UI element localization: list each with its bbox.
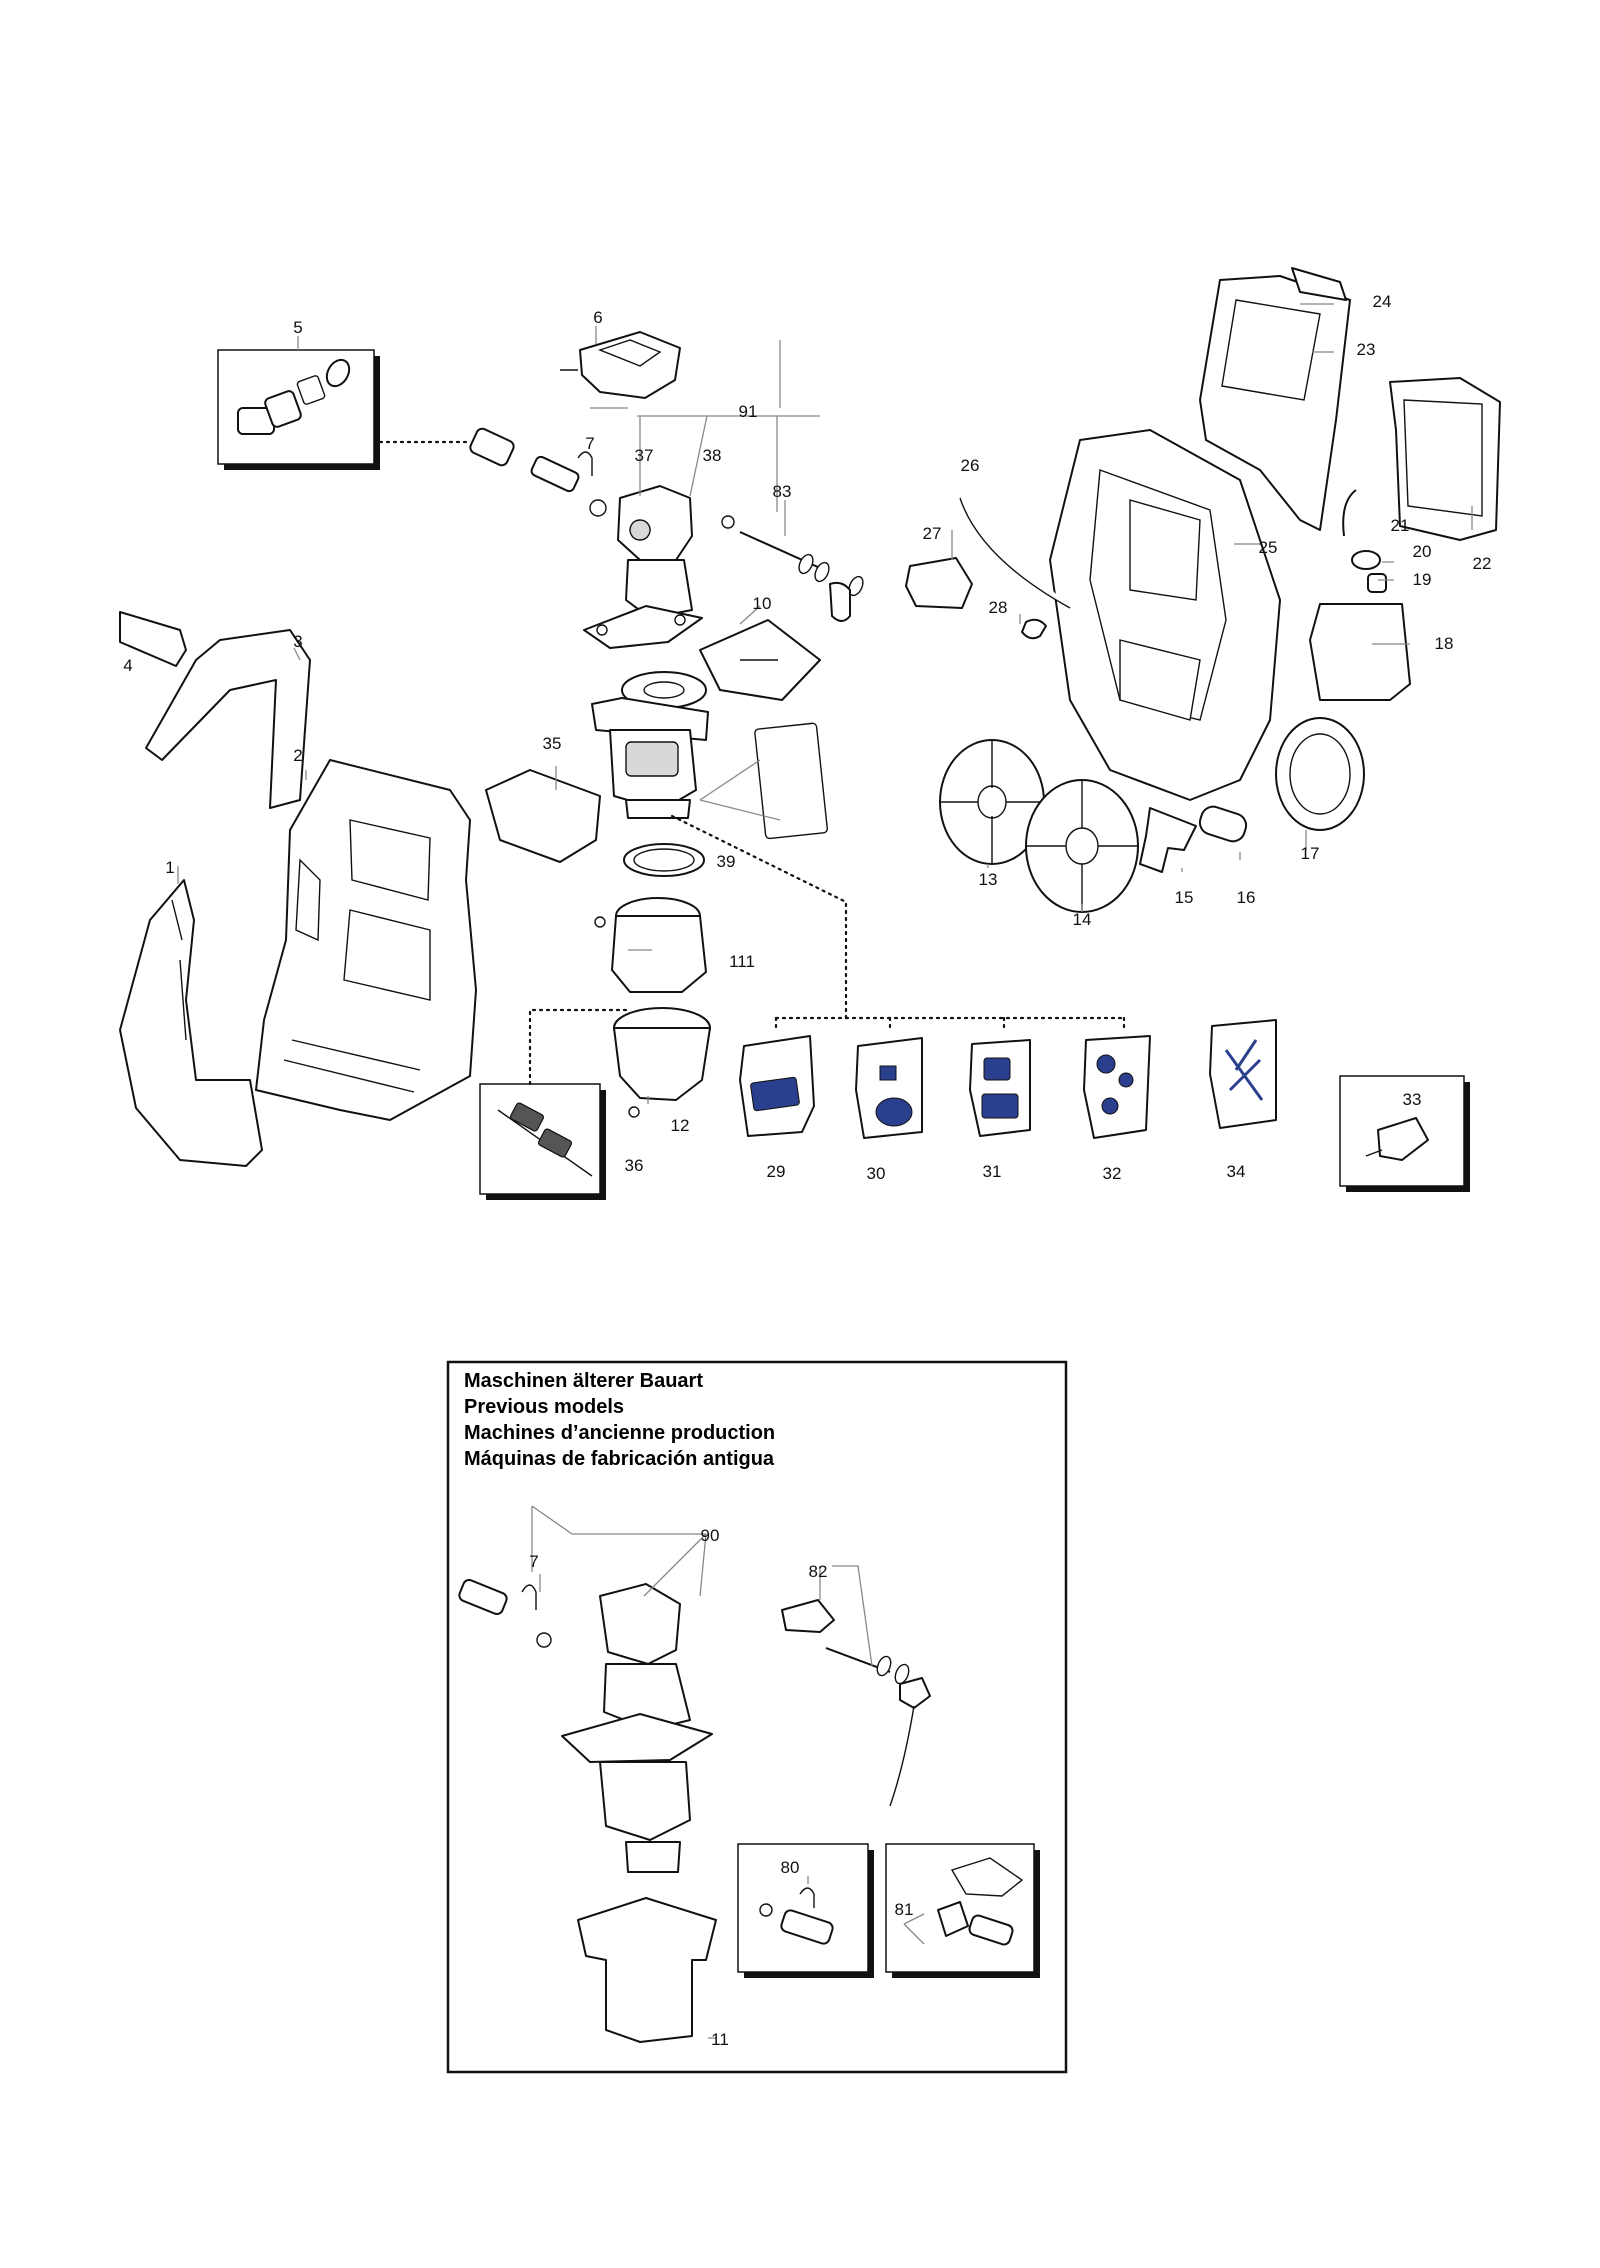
part-23-handle-frame xyxy=(1199,275,1351,531)
prev-callout-90: 90 xyxy=(700,1526,720,1545)
callout-29: 29 xyxy=(766,1162,786,1181)
bag-32 xyxy=(1083,1035,1151,1139)
bag-31 xyxy=(969,1039,1031,1137)
callout-2: 2 xyxy=(293,746,303,765)
bag-34 xyxy=(1209,1019,1277,1129)
callout-19: 19 xyxy=(1412,570,1432,589)
callout-91: 91 xyxy=(738,402,758,421)
callout-111: 111 xyxy=(729,952,755,971)
callout-16: 16 xyxy=(1236,888,1256,907)
callout-15: 15 xyxy=(1174,888,1194,907)
callout-18: 18 xyxy=(1434,634,1454,653)
box-title-es: Máquinas de fabricación antigua xyxy=(464,1448,775,1470)
prev-callout-11: 11 xyxy=(711,2030,729,2049)
part-18-tank xyxy=(1309,603,1411,701)
callout-83: 83 xyxy=(772,482,792,501)
part-4-grip xyxy=(119,611,187,667)
callout-17: 17 xyxy=(1300,844,1320,863)
callout-34: 34 xyxy=(1226,1162,1246,1181)
callout-26: 26 xyxy=(960,456,980,475)
part-13-reel-disc xyxy=(939,739,1045,865)
callout-12: 12 xyxy=(670,1116,690,1135)
callout-13: 13 xyxy=(978,870,998,889)
part-19-cap xyxy=(1367,573,1387,593)
callout-38: 38 xyxy=(702,446,722,465)
part-1-front-cover xyxy=(119,879,263,1167)
part-27-switch xyxy=(905,557,973,609)
callout-7: 7 xyxy=(585,434,595,453)
callout-36: 36 xyxy=(624,1156,644,1175)
callout-10: 10 xyxy=(752,594,772,613)
part-3-handle xyxy=(145,629,311,809)
box-title-en: Previous models xyxy=(464,1396,625,1418)
callout-27: 27 xyxy=(922,524,942,543)
callout-37: 37 xyxy=(634,446,654,465)
prev-callout-82: 82 xyxy=(808,1562,828,1581)
part-28-clip xyxy=(1021,618,1047,640)
part-20-nut xyxy=(1351,550,1381,570)
part-33-inset xyxy=(1339,1075,1470,1192)
part-24-grip xyxy=(1291,267,1347,301)
part-17-wheel xyxy=(1275,717,1365,831)
part-6-cover xyxy=(560,331,681,399)
box-title-de: Maschinen älterer Bauart xyxy=(464,1370,703,1392)
prev-callout-7: 7 xyxy=(529,1552,539,1571)
prev-part-11-housing xyxy=(577,1897,717,2043)
callout-23: 23 xyxy=(1356,340,1376,359)
part-14-reel-disc xyxy=(1025,779,1139,913)
part-16-knob xyxy=(1198,805,1248,843)
prev-part-81-inset xyxy=(885,1843,1040,1978)
callout-31: 31 xyxy=(982,1162,1002,1181)
callout-30: 30 xyxy=(866,1164,886,1183)
part-26-cable xyxy=(959,497,1071,609)
callout-5: 5 xyxy=(293,318,303,337)
part-25-body xyxy=(1049,429,1281,801)
motor-assembly xyxy=(485,671,828,877)
callout-35: 35 xyxy=(542,734,562,753)
callout-1: 1 xyxy=(165,858,175,877)
callout-21: 21 xyxy=(1390,516,1410,535)
part-21-hose xyxy=(1342,489,1357,537)
bag-29 xyxy=(739,1035,815,1137)
callout-3: 3 xyxy=(293,632,303,651)
callout-14: 14 xyxy=(1072,910,1092,929)
part-5-inset xyxy=(217,349,380,470)
callout-39: 39 xyxy=(716,852,736,871)
prev-callout-80: 80 xyxy=(780,1858,800,1877)
prev-part-82-lance xyxy=(781,1599,931,1807)
part-2-frame xyxy=(255,759,477,1121)
part-12-housing xyxy=(613,1007,711,1118)
callout-6: 6 xyxy=(593,308,603,327)
callout-32: 32 xyxy=(1102,1164,1122,1183)
prev-pump-assembly xyxy=(458,1578,713,1873)
part-36-inset xyxy=(479,1083,606,1200)
part-22-compartment xyxy=(1389,377,1501,541)
callout-24: 24 xyxy=(1372,292,1392,311)
bag-30 xyxy=(855,1037,923,1139)
part-37-pump-head xyxy=(583,485,703,649)
prev-part-80-inset xyxy=(737,1843,874,1978)
part-10-plate xyxy=(699,619,821,701)
callout-33: 33 xyxy=(1402,1090,1422,1109)
inlet-connector xyxy=(469,427,607,517)
box-title-fr: Machines d’ancienne production xyxy=(464,1422,776,1444)
callout-22: 22 xyxy=(1472,554,1492,573)
callout-20: 20 xyxy=(1412,542,1432,561)
callout-25: 25 xyxy=(1258,538,1278,557)
callout-28: 28 xyxy=(988,598,1008,617)
part-83-valve xyxy=(721,515,864,622)
part-15-crank xyxy=(1139,807,1197,873)
prev-callout-81: 81 xyxy=(894,1900,914,1919)
part-111-motor-housing xyxy=(594,897,707,993)
callout-4: 4 xyxy=(123,656,133,675)
